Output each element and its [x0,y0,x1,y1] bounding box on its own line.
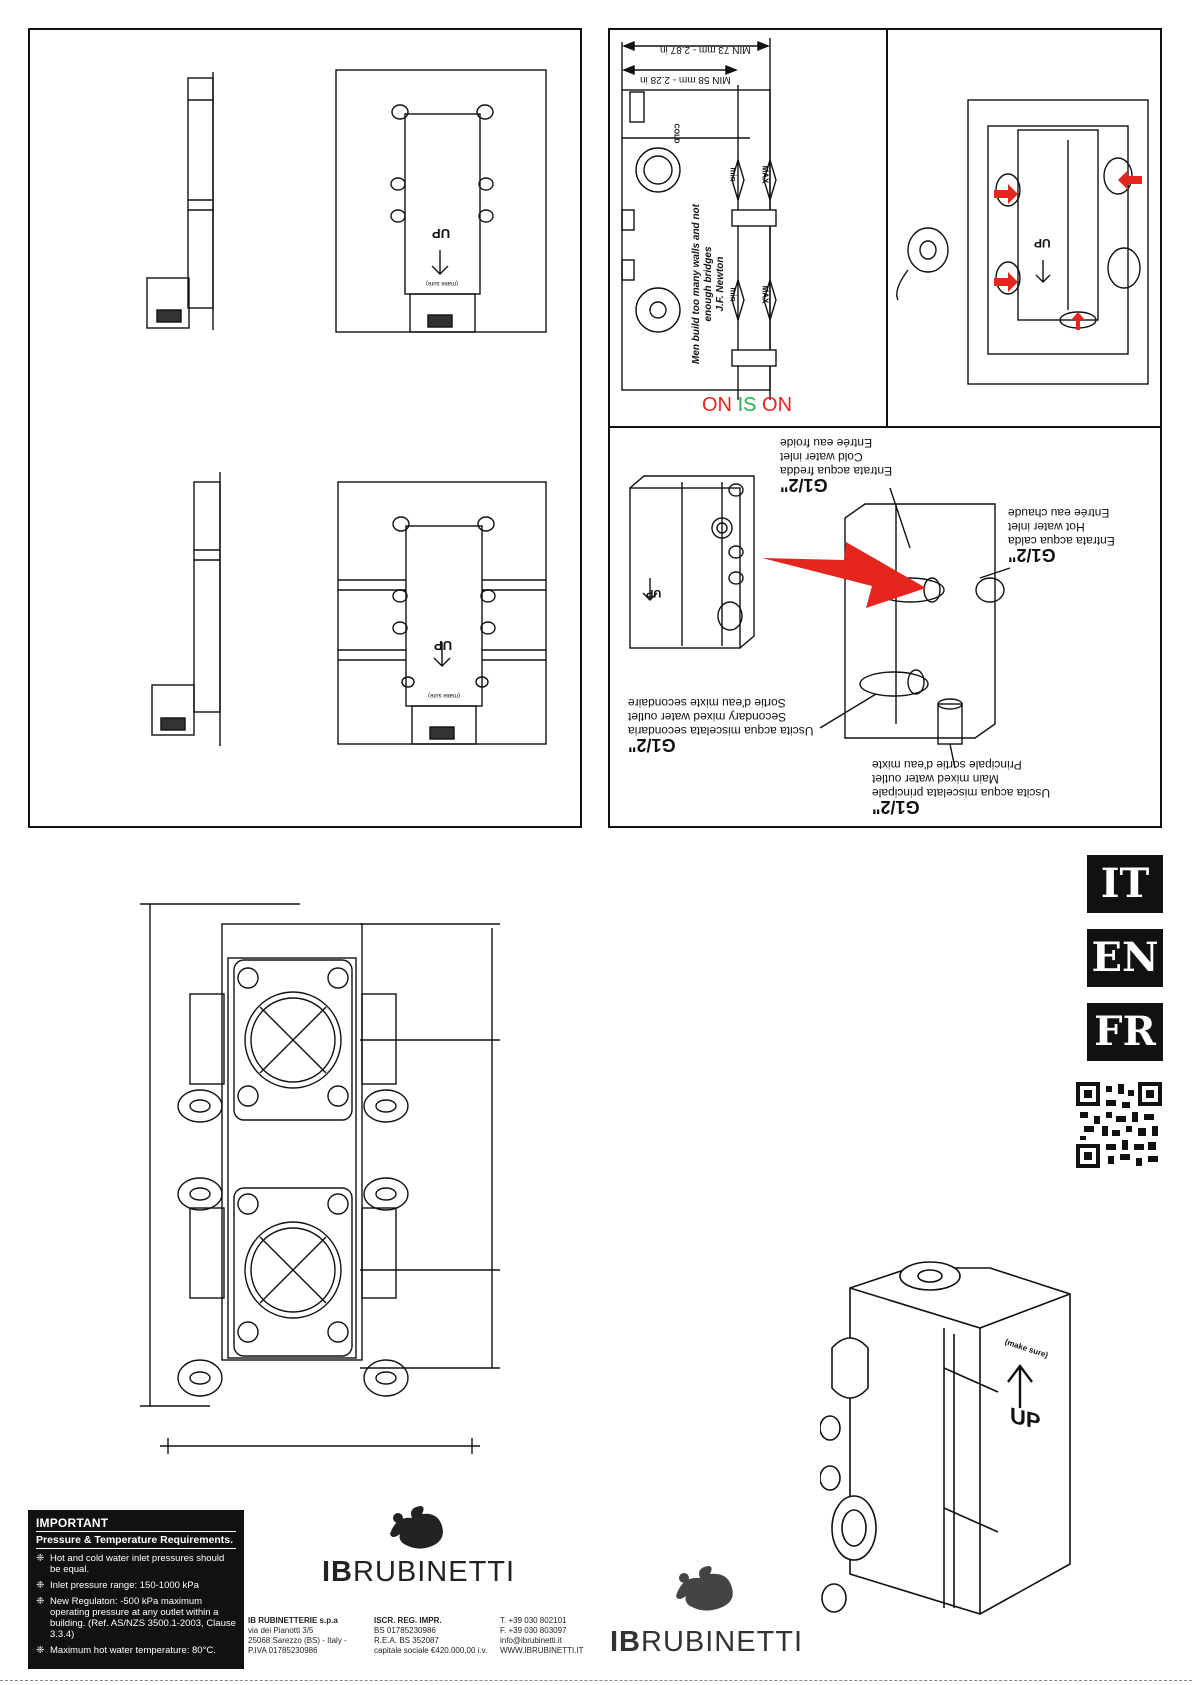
main-outlet-g12: G1/2" [872,797,920,817]
cold-inlet-fr: Entrée eau froide [780,436,873,450]
company-info-address: IB RUBINETTERIE s.p.a via dei Pianotti 3… [248,1616,347,1656]
make-sure-mark-upper: (make sure) [426,280,459,286]
company-email-link[interactable]: info@ibrubinetti.it [500,1636,562,1645]
important-item: Inlet pressure range: 150-1000 kPa [36,1580,236,1591]
quote-line-1: Men build too many walls and not enough … [691,204,714,365]
lang-badge-en[interactable]: EN [1087,929,1163,987]
cold-inlet-g12: G1/2" [780,475,828,495]
hot-inlet-fr: Entrée eau chaude [1008,506,1110,520]
hot-inlet-label: G1/2" Entrata acqua calda Hot water inle… [1008,506,1115,565]
is-label: IS [737,394,757,416]
brand-name-secondary: RUBINETTI [641,1626,804,1658]
panel-wall-install: UP [886,28,1162,428]
on-right-label: ON [762,394,793,416]
company-line: 25068 Sarezzo (BS) - Italy - [248,1636,347,1645]
brand-wordmark-secondary: IBRUBINETTI [610,1626,803,1659]
main-outlet-en: Main mixed water outlet [872,772,999,786]
important-title: IMPORTANT [36,1516,236,1532]
qr-code[interactable] [1076,1082,1162,1168]
up-mark-lower: UP [434,638,453,653]
installation-views-drawing [146,69,547,746]
panel-depth-gauge: MIN 73 mm - 2.87 in MIN 58 mm - 2.28 in … [608,28,888,428]
make-sure-mark-lower: (make sure) [428,692,461,698]
lang-badge-fr[interactable]: FR [1087,1003,1163,1061]
cold-label: COLD [672,123,680,144]
dimension-min-73: MIN 73 mm - 2.87 in [660,44,751,55]
isometric-valve-body-drawing [820,1261,1071,1615]
company-info-contacts: T. +39 030 802101 F. +39 030 803097 info… [500,1616,584,1656]
secondary-outlet-label: G1/2" Uscita acqua miscelata secondaria … [628,696,814,755]
company-line: capitale sociale €420.000,00 i.v. [374,1646,488,1655]
depth-gauge-drawing [621,38,777,400]
important-box: IMPORTANT Pressure & Temperature Require… [28,1510,244,1669]
secondary-outlet-en: Secondary mixed water outlet [628,710,787,724]
main-outlet-label: G1/2" Uscita acqua miscelata principale … [872,758,1051,817]
brand-ib: IB [322,1556,353,1588]
cold-inlet-it: Entrata acqua fredda [780,464,893,478]
company-website-link[interactable]: WWW.IBRUBINETTI.IT [500,1646,584,1655]
quote-line-2: J.F. Newton [715,256,726,312]
panel-installation-views: UP (make sure) UP (make sure) [28,28,582,828]
company-line: ISCR. REG. IMPR. [374,1616,442,1625]
gauge-min-bottom: min [728,287,738,302]
company-line: via dei Pianotti 3/5 [248,1626,314,1635]
hot-inlet-it: Entrata acqua calda [1008,534,1115,548]
gauge-min-top: min [728,167,738,182]
company-fax: F. +39 030 803097 [500,1626,567,1635]
gauge-max-top: MAX [760,165,770,184]
important-subtitle: Pressure & Temperature Requirements. [36,1532,236,1549]
quote-text: Men build too many walls and not enough … [691,189,727,379]
brand-logo-mark-secondary [676,1566,733,1611]
up-mark-upper: UP [432,226,451,241]
lang-badge-it[interactable]: IT [1087,855,1163,913]
secondary-outlet-it: Uscita acqua miscelata secondaria [628,724,814,738]
company-line: R.E.A. BS 352087 [374,1636,439,1645]
brand-logo-mark [390,1506,443,1549]
wall-install-drawing [896,99,1149,385]
company-line: BS 01785230986 [374,1626,436,1635]
dimension-min-58: MIN 58 mm - 2.28 in [640,74,731,85]
panel-connections: G1/2" Entrata acqua fredda Cold water in… [608,426,1162,828]
dimension-drawing [140,903,500,1454]
important-item: Maximum hot water temperature: 80°C. [36,1645,236,1656]
on-is-on-label: ON IS ON [702,394,792,417]
bottom-rule [0,1680,1192,1681]
cold-inlet-label: G1/2" Entrata acqua fredda Cold water in… [780,436,893,495]
brand-wordmark: IBRUBINETTI [322,1556,515,1589]
company-line: P.IVA 01785230986 [248,1646,318,1655]
on-left-label: ON [702,394,732,416]
important-item: Hot and cold water inlet pressures shoul… [36,1553,236,1575]
brand-name: RUBINETTI [353,1556,516,1588]
company-info-registry: ISCR. REG. IMPR. BS 01785230986 R.E.A. B… [374,1616,487,1656]
secondary-outlet-fr: Sortie d'eau mixte secondaire [628,696,786,710]
important-item: New Regulaton: -500 kPa maximum operatin… [36,1596,236,1640]
company-line: IB RUBINETTERIE s.p.a [248,1616,338,1625]
up-mark-connections: UP [646,587,662,599]
gauge-max-bottom: MAX [760,285,770,304]
cold-inlet-en: Cold water inlet [780,450,863,464]
main-outlet-it: Uscita acqua miscelata principale [872,786,1051,800]
connections-drawing [629,475,1011,769]
brand-ib-secondary: IB [610,1626,641,1658]
hot-inlet-g12: G1/2" [1008,545,1056,565]
up-mark-wall: UP [1034,236,1051,250]
main-outlet-fr: Principale sortie d'eau mixte [872,758,1022,772]
company-phone: T. +39 030 802101 [500,1616,567,1625]
hot-inlet-en: Hot water inlet [1008,520,1085,534]
important-list: Hot and cold water inlet pressures shoul… [36,1553,236,1656]
secondary-outlet-g12: G1/2" [628,735,676,755]
